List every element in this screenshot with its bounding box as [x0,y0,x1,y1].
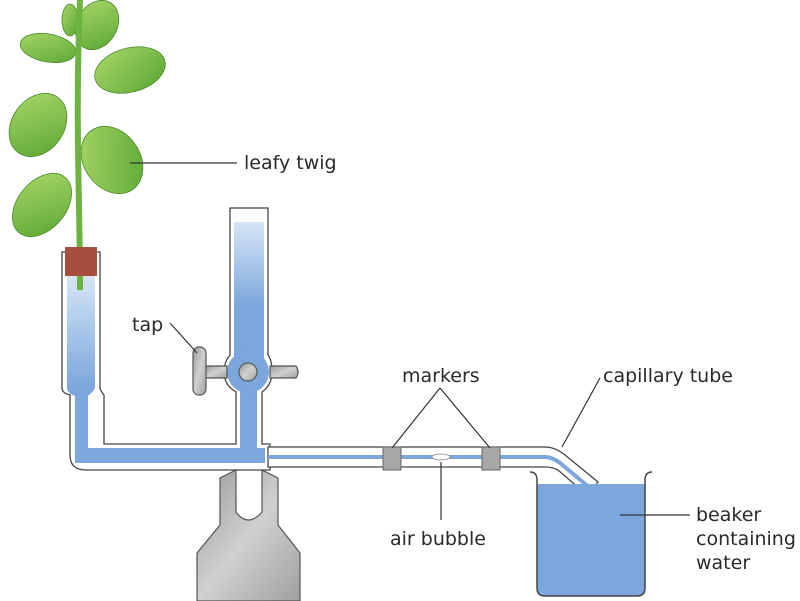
water-column [67,222,269,463]
clamp-stand [196,469,301,601]
label-beaker-line3: water [696,552,751,574]
label-tap: tap [132,314,164,336]
label-beaker-line1: beaker [696,504,762,526]
tap[interactable] [192,346,299,396]
label-capillary-tube: capillary tube [603,365,733,387]
label-beaker-line2: containing [696,528,796,550]
leafy-twig [8,0,166,237]
beaker [537,484,645,596]
marker [382,446,402,471]
label-air-bubble: air bubble [390,528,486,550]
label-markers: markers [402,365,480,387]
label-leafy-twig: leafy twig [244,152,337,174]
marker [481,446,501,471]
cork [65,247,97,276]
leader-lines [130,162,690,520]
air-bubble [431,453,451,461]
